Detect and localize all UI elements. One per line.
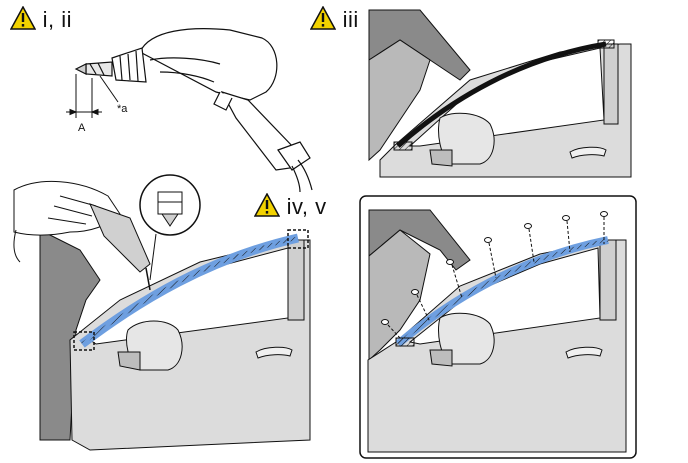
drill-in-hand: [89, 203, 151, 273]
panel-clips: [359, 195, 637, 459]
door-handle: [569, 146, 607, 159]
windshield-edge: [368, 39, 431, 162]
drill-chuck-ring-3: [135, 50, 139, 82]
step-label-iv-v-text: iv, v: [286, 194, 327, 219]
drill-trigger: [213, 91, 233, 111]
drill-bit-flute-2: [97, 62, 105, 76]
step-label-iii-text: iii: [342, 7, 359, 32]
magnifier-leader: [149, 233, 157, 281]
a-pillar-panel-3: [39, 229, 101, 441]
molding-end-front-panel-4: [395, 337, 415, 347]
warning-triangle-icon: [253, 192, 281, 217]
mirror-base: [429, 149, 453, 167]
clip-5-leader: [528, 228, 535, 263]
magnifier-rivet: [157, 191, 183, 215]
frame-molding-hatch-panel-3: [81, 236, 299, 346]
drill-chuck-ring-2: [127, 53, 131, 81]
drill-bit-in-use: [145, 267, 151, 291]
dimension-a-label: A: [78, 122, 86, 134]
door-handle-panel-4: [565, 346, 603, 359]
clip-2: [411, 289, 419, 295]
warning-triangle-icon: [9, 5, 37, 30]
mirror-base-panel-3: [117, 351, 141, 371]
clip-1-leader: [387, 324, 401, 339]
detail-box-front: [73, 331, 95, 351]
sleeve-edge: [13, 229, 21, 263]
b-pillar-panel-4: [599, 239, 617, 321]
molding-end-rear: [597, 39, 615, 49]
panel-iii: [368, 9, 632, 178]
drill-chuck-ring: [119, 55, 123, 81]
detail-box-rear: [287, 229, 309, 249]
panel-iv-v: [13, 174, 311, 451]
clip-3-leader: [451, 264, 463, 299]
drill-cord: [297, 159, 313, 191]
b-pillar: [603, 43, 619, 125]
frame-molding-hatch: [397, 42, 607, 148]
drill-grip-end: [277, 141, 311, 171]
door-handle-panel-3: [255, 346, 293, 359]
step-label-iii: iii: [309, 5, 359, 33]
clip-6-leader: [566, 220, 571, 253]
molding-end-front: [393, 141, 413, 151]
drill-cord-2: [291, 165, 301, 193]
magnifier-bit-tip: [161, 213, 179, 227]
drill-bit-tip: [74, 63, 87, 75]
step-label-iv-v: iv, v: [253, 192, 327, 220]
clip-5: [524, 223, 532, 229]
step-label-i-ii: i, ii: [9, 5, 73, 33]
dimension-a: [66, 74, 119, 118]
dimension-arrow-right: [90, 108, 99, 116]
clip-4: [484, 237, 492, 243]
step-label-i-ii-text: i, ii: [42, 7, 73, 32]
drill-bit-flute: [89, 63, 97, 75]
clip-3: [446, 259, 454, 265]
clip-1: [381, 319, 389, 325]
callout-a-label: *a: [117, 103, 128, 115]
drill-illustration: [74, 28, 313, 193]
drill-body-line-2: [159, 71, 215, 83]
frame-molding-hatch-panel-4: [397, 238, 609, 346]
warning-triangle-icon: [309, 5, 337, 30]
mirror-base-panel-4: [429, 349, 453, 367]
drill-body-line: [149, 57, 221, 65]
clip-7: [600, 211, 608, 217]
clip-6: [562, 215, 570, 221]
drill-body: [139, 28, 278, 101]
dimension-arrow-left: [69, 108, 78, 116]
b-pillar-panel-3: [287, 239, 305, 321]
callout-a-leader: [99, 75, 119, 103]
clip-4-leader: [488, 242, 497, 279]
